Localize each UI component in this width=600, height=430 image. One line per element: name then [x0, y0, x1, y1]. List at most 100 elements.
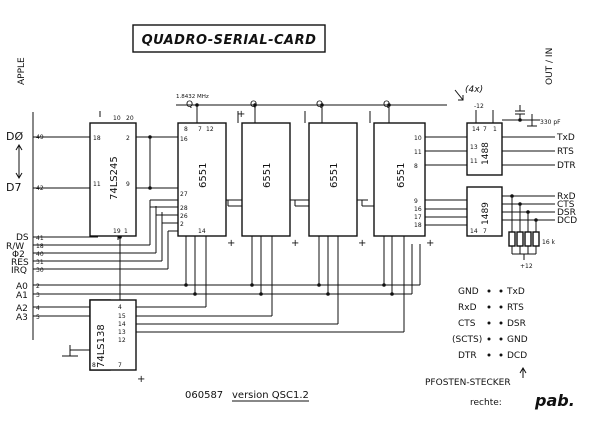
bus-pin: 30 [36, 267, 44, 274]
pin-number: 12 [206, 126, 214, 133]
uart-6551-3: 6551 [308, 122, 358, 237]
signal-a3: A3 [16, 313, 28, 323]
pin-number: 1 [493, 126, 497, 133]
apple-bus [15, 112, 34, 340]
pin-number: 17 [414, 214, 422, 221]
output-dtr: DTR [557, 161, 576, 171]
chip-74ls245: 74LS245 10 20 18 2 11 9 19 1 [89, 115, 137, 237]
pin-number: 11 [93, 181, 101, 188]
header-pinout: GND RxD CTS (SCTS) DTR TxD RTS DSR GND D… [452, 287, 528, 361]
pin-number: 13 [470, 144, 478, 151]
bus-pin: 41 [36, 235, 44, 242]
signal-a1: A1 [16, 291, 28, 301]
header-right: GND [507, 335, 528, 345]
resistor-value: 16 k [542, 239, 556, 246]
connector-arrow [519, 367, 527, 378]
q-mark: Q [250, 100, 257, 110]
pin-number: 11 [414, 149, 422, 156]
signal-a0: A0 [16, 282, 28, 292]
pin-number: 14 [118, 321, 126, 328]
pin-number: 18 [414, 222, 422, 229]
signal-res: RES [11, 258, 29, 268]
bus-pin: 40 [36, 251, 44, 258]
signal-rw: R/W [6, 242, 24, 252]
pin-number: 14 [472, 126, 480, 133]
footer-version: version QSC1.2 [232, 390, 309, 401]
output-rts: RTS [557, 147, 574, 157]
rechte-label: rechte: [470, 398, 502, 408]
input-dsr: DSR [557, 208, 576, 218]
signal-d0: DØ [6, 130, 23, 143]
pin-number: 10 [414, 135, 422, 142]
supply-minus12: -12 [474, 103, 484, 110]
capacitor-value: 330 pF [540, 119, 561, 126]
chip-label: 6551 [329, 163, 340, 188]
bus-pin: 4 [36, 305, 40, 312]
svg-text:+: + [237, 109, 245, 120]
chip-label: 6551 [396, 163, 407, 188]
svg-text:+: + [291, 238, 299, 249]
output-txd: TxD [556, 133, 575, 143]
signal-ds: DS [16, 233, 29, 243]
header-left: DTR [458, 351, 477, 361]
title-box [132, 24, 326, 53]
pin-number: 11 [470, 158, 478, 165]
supply-plus12: +12 [520, 263, 533, 270]
pin-number: 7 [483, 228, 487, 235]
svg-text:+: + [137, 374, 145, 385]
header-left: CTS [458, 319, 476, 329]
pin-number: 14 [470, 228, 478, 235]
pin-number: 7 [483, 126, 487, 133]
pin-number: 14 [198, 228, 206, 235]
chip-label: 6551 [198, 163, 209, 188]
pin-number: 8 [92, 362, 96, 369]
pull-up-resistors [508, 231, 540, 247]
repeat-mark: (4x) [465, 85, 483, 95]
uart-6551-4: 6551 10 11 8 9 16 17 18 [373, 122, 426, 237]
q-mark: Q [186, 100, 193, 110]
chip-label: 6551 [262, 163, 273, 188]
header-right: DSR [507, 319, 526, 329]
clock-frequency: 1.8432 MHz [176, 94, 209, 100]
signal-d7: D7 [6, 181, 21, 194]
logo: pab. [534, 391, 575, 410]
pin-number: 12 [118, 337, 126, 344]
header-left: RxD [458, 303, 477, 313]
footer-date: 060587 [185, 390, 223, 401]
header-right: TxD [506, 287, 525, 297]
q-mark: Q [316, 100, 323, 110]
pin-number: 1 [124, 228, 128, 235]
uart-6551-1: 6551 8 7 12 16 27 28 26 2 14 [177, 122, 227, 237]
bus-pin: 31 [36, 259, 44, 266]
input-rxd: RxD [557, 192, 576, 202]
pin-number: 16 [180, 136, 188, 143]
pin-number: 26 [180, 213, 188, 220]
svg-text:+: + [227, 238, 235, 249]
page-title: QUADRO-SERIAL-CARD [142, 33, 317, 48]
bus-pin: 2 [36, 283, 40, 290]
signal-phi2: Φ2 [12, 250, 25, 260]
bus-pin: 18 [36, 243, 44, 250]
chip-1489: 1489 14 7 [466, 186, 503, 237]
pin-number: 15 [118, 313, 126, 320]
clock-inputs: Q Q Q Q [186, 100, 390, 110]
out-in-label: OUT / IN [545, 48, 555, 85]
chip-label: 74LS138 [96, 324, 107, 368]
signal-irq: IRQ [11, 266, 27, 276]
bus-pin: 3 [36, 292, 40, 299]
chip-74ls138: 74LS138 4 15 14 13 12 8 7 [89, 299, 137, 371]
header-right: DCD [507, 351, 527, 361]
connector-label: PFOSTEN-STECKER [425, 378, 511, 388]
chip-label: 1489 [481, 202, 491, 225]
pin-number: 10 [113, 115, 121, 122]
chip-label: 74LS245 [109, 156, 120, 200]
pin-number: 2 [126, 135, 130, 142]
pin-number: 8 [184, 126, 188, 133]
pin-number: 7 [198, 126, 202, 133]
header-left: GND [458, 287, 479, 297]
bus-pin: 5 [36, 314, 40, 321]
pin-number: 2 [180, 221, 184, 228]
uart-6551-2: 6551 [241, 122, 291, 237]
header-right: RTS [507, 303, 524, 313]
